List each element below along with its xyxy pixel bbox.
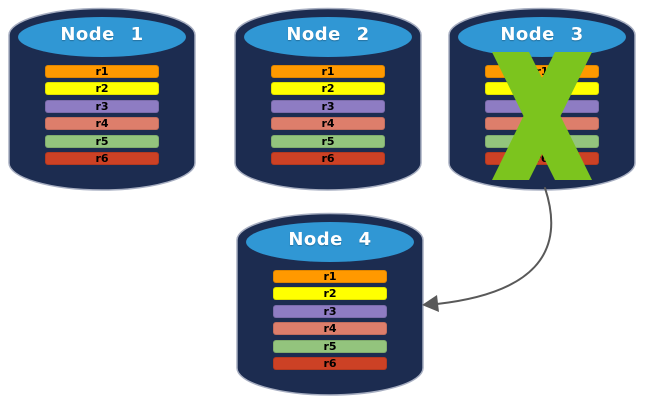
- replica-label: r4: [95, 117, 109, 131]
- cylinder-top-ellipse: [458, 17, 626, 57]
- replica-bar-r5: r5: [273, 339, 387, 353]
- replica-label: r4: [321, 117, 335, 131]
- replica-bar-r1: r1: [273, 270, 387, 283]
- replica-label: r6: [323, 356, 337, 370]
- replica-label: r4: [323, 322, 337, 336]
- replication-arrowhead: [422, 295, 439, 312]
- replica-stack: r1 r2 r3 r4 r5 r6: [45, 65, 159, 165]
- replica-label: r6: [95, 151, 109, 165]
- replica-label: r1: [95, 65, 109, 78]
- replica-bar-r6: r6: [273, 356, 387, 370]
- replica-stack: r1 r2 r3 r4 r5 r6: [273, 270, 387, 370]
- cylinder-top-ellipse: [246, 222, 414, 262]
- replica-bar-r2: r2: [273, 287, 387, 301]
- replica-label: r2: [323, 287, 337, 301]
- node-label: Node 3: [500, 24, 584, 45]
- replication-arrow: [422, 187, 553, 312]
- replica-label: r3: [95, 99, 109, 113]
- replica-label: r3: [321, 99, 335, 113]
- replica-label: r2: [95, 82, 109, 96]
- replica-bar-r3: r3: [273, 304, 387, 318]
- replica-stack: r1 r2 r3 r4 r5 r6: [271, 65, 385, 165]
- cylinder-top-ellipse: [18, 17, 186, 57]
- failure-x-shape: [492, 52, 592, 180]
- replica-bar-r1: r1: [45, 65, 159, 78]
- node-label: Node 4: [288, 229, 372, 250]
- replica-bar-r1: r1: [271, 65, 385, 78]
- replica-bar-r5: r5: [271, 134, 385, 148]
- cylinder-top-ellipse: [244, 17, 412, 57]
- replica-label: r1: [323, 270, 337, 283]
- replica-label: r6: [321, 151, 335, 165]
- replica-label: r5: [95, 134, 109, 148]
- replica-bar-r6: r6: [271, 151, 385, 165]
- node-1: Node 1 r1 r2 r3 r4 r5 r6: [8, 7, 196, 192]
- replica-bar-r2: r2: [45, 82, 159, 96]
- replica-bar-r4: r4: [273, 322, 387, 336]
- node-2: Node 2 r1 r2 r3 r4 r5 r6: [234, 7, 422, 192]
- replica-bar-r6: r6: [45, 151, 159, 165]
- replica-bar-r4: r4: [45, 117, 159, 131]
- failure-x-icon: [492, 52, 592, 180]
- replica-label: r5: [323, 339, 337, 353]
- replica-label: r1: [321, 65, 335, 78]
- replica-label: r5: [321, 134, 335, 148]
- replica-bar-r4: r4: [271, 117, 385, 131]
- replica-label: r6: [535, 151, 549, 165]
- node-4: Node 4 r1 r2 r3 r4 r5 r6: [236, 212, 424, 397]
- replica-bar-r3: r3: [45, 99, 159, 113]
- replication-arrow-curve: [436, 187, 553, 305]
- replica-bar-r2: r2: [271, 82, 385, 96]
- node-label: Node 1: [60, 24, 144, 45]
- node-label: Node 2: [286, 24, 370, 45]
- replica-bar-r3: r3: [271, 99, 385, 113]
- replica-label: r3: [323, 304, 337, 318]
- replica-label: r1: [535, 65, 549, 78]
- replica-label: r2: [321, 82, 335, 96]
- replica-bar-r5: r5: [45, 134, 159, 148]
